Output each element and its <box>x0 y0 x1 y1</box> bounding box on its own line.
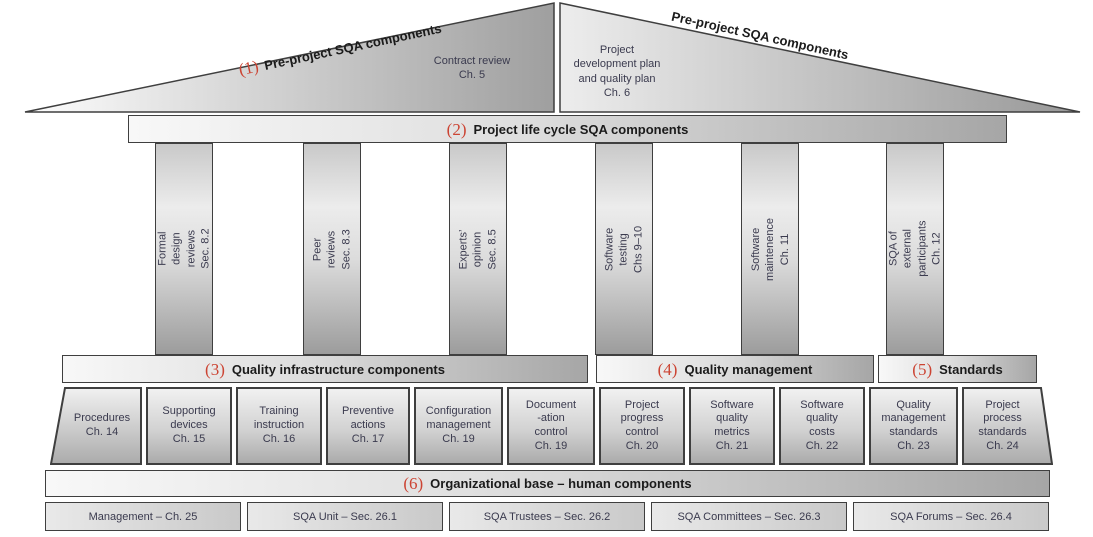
base-cell-management: Management – Ch. 25 <box>45 502 241 531</box>
contract-review-box: Contract review Ch. 5 <box>433 55 511 82</box>
cell-project-process-standards-shape <box>962 387 1053 465</box>
cell-quality-management-standards: Quality management standards Ch. 23 <box>869 387 958 465</box>
pillar-software-maintenance: Software maintenence Ch. 11 <box>741 143 799 355</box>
cell-preventive-actions: Preventive actions Ch. 17 <box>326 387 410 465</box>
cell-project-process-standards: Project process standards Ch. 24 <box>962 387 1053 465</box>
cell-project-progress-control: Project progress control Ch. 20 <box>599 387 685 465</box>
cell-documentation-control: Document -ation control Ch. 19 <box>507 387 595 465</box>
band-standards-label: Standards <box>939 361 1003 377</box>
label-number-2: (2) <box>446 119 467 139</box>
pillar-formal-design-reviews: Formal design reviews Sec. 8.2 <box>155 143 213 355</box>
base-cell-sqa-trustees: SQA Trustees – Sec. 26.2 <box>449 502 645 531</box>
label-number-6: (6) <box>403 474 424 493</box>
band-project-lifecycle: (2) Project life cycle SQA components <box>128 115 1007 143</box>
cell-project-process-standards-label: Project process standards Ch. 24 <box>978 398 1027 452</box>
band-quality-infrastructure-label: Quality infrastructure components <box>231 361 445 377</box>
cell-training-instruction: Training instruction Ch. 16 <box>236 387 322 465</box>
pillar-sqa-external-participants-label: SQA of external participants Ch. 12 <box>887 220 943 278</box>
label-number-5: (5) <box>912 359 933 379</box>
band-organizational-base-label: Organizational base – human components <box>430 476 692 491</box>
pillar-sqa-external-participants: SQA of external participants Ch. 12 <box>886 143 944 355</box>
pillar-formal-design-reviews-label: Formal design reviews Sec. 8.2 <box>156 228 212 270</box>
pillar-experts-opinion: Experts’ opinion Sec. 8.5 <box>449 143 507 355</box>
band-project-lifecycle-label: Project life cycle SQA components <box>473 121 689 137</box>
band-quality-management: (4) Quality management <box>596 355 874 383</box>
pillar-software-testing-label: Software testing Chs 9–10 <box>603 225 645 273</box>
pillar-peer-reviews: Peer reviews Sec. 8.3 <box>303 143 361 355</box>
band-standards: (5) Standards <box>878 355 1037 383</box>
cell-procedures-label: Procedures Ch. 14 <box>73 412 131 438</box>
pillar-peer-reviews-label: Peer reviews Sec. 8.3 <box>311 228 353 270</box>
base-cell-sqa-forums: SQA Forums – Sec. 26.4 <box>853 502 1049 531</box>
pillar-experts-opinion-label: Experts’ opinion Sec. 8.5 <box>457 228 499 270</box>
cell-procedures-shape <box>50 387 142 465</box>
pillar-software-testing: Software testing Chs 9–10 <box>595 143 653 355</box>
cell-software-quality-metrics: Software quality metrics Ch. 21 <box>689 387 775 465</box>
roof-left-triangle <box>24 2 555 113</box>
base-cell-sqa-committees: SQA Committees – Sec. 26.3 <box>651 502 847 531</box>
band-quality-management-label: Quality management <box>684 361 813 377</box>
cell-supporting-devices: Supporting devices Ch. 15 <box>146 387 232 465</box>
base-cell-sqa-unit: SQA Unit – Sec. 26.1 <box>247 502 443 531</box>
pillar-software-maintenance-label: Software maintenence Ch. 11 <box>749 217 791 281</box>
band-quality-infrastructure: (3) Quality infrastructure components <box>62 355 588 383</box>
roof-right-triangle <box>559 2 1081 113</box>
band-organizational-base: (6) Organizational base – human componen… <box>45 470 1050 497</box>
roof <box>24 2 1081 113</box>
cell-procedures: Procedures Ch. 14 <box>50 387 142 465</box>
cell-software-quality-costs: Software quality costs Ch. 22 <box>779 387 865 465</box>
label-number-4: (4) <box>657 359 678 379</box>
project-dev-plan-box: Project development plan and quality pla… <box>573 44 661 99</box>
label-number-1: (1) <box>236 56 261 80</box>
label-number-3: (3) <box>205 359 225 379</box>
cell-configuration-management: Configuration management Ch. 19 <box>414 387 503 465</box>
